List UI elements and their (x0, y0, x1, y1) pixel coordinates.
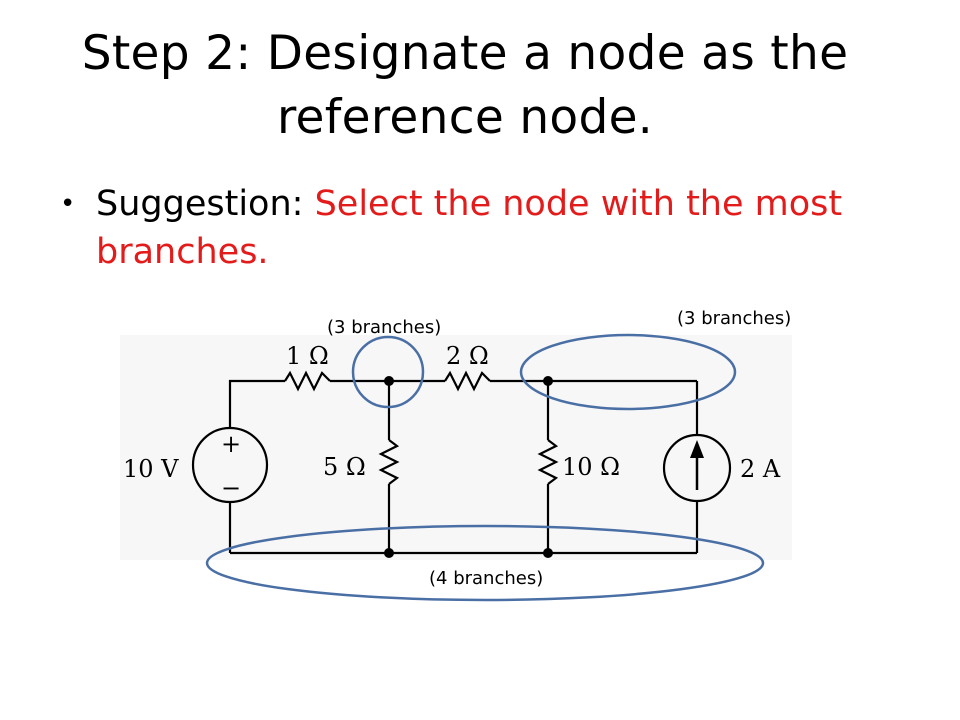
annotation-node-bottom: (4 branches) (429, 568, 543, 589)
resistor-5ohm (378, 439, 400, 485)
node-highlights (205, 333, 765, 602)
bullet-dot-icon: • (60, 189, 76, 219)
label-r10: 10 Ω (562, 453, 620, 481)
resistor-1ohm (284, 370, 331, 392)
resistor-2ohm (444, 370, 491, 392)
circuit-wires (191, 370, 732, 555)
vsource-plus-sign: + (221, 430, 241, 458)
ellipse-node-b (519, 333, 737, 411)
label-isource: 2 A (740, 455, 781, 483)
ellipse-node-a (351, 335, 425, 409)
figure-background (120, 335, 792, 560)
node-dot-a (384, 376, 394, 386)
annotation-node-left: (3 branches) (327, 317, 441, 338)
wire-top-left (228, 379, 285, 427)
label-r5: 5 Ω (323, 453, 366, 481)
bullet-prefix: Suggestion: (96, 184, 315, 224)
node-dot-bottom-left (384, 548, 394, 558)
annotation-node-right: (3 branches) (677, 308, 791, 329)
resistor-10ohm (537, 439, 559, 485)
node-dot-b (543, 376, 553, 386)
bullet-highlight: Select the node with the most branches. (96, 184, 843, 272)
node-dot-bottom-right (543, 548, 553, 558)
ellipse-bottom-node (205, 524, 765, 602)
node-dots (384, 376, 553, 558)
suggestion-bullet: • Suggestion: Select the node with the m… (60, 180, 880, 276)
title-line-1: Step 2: Designate a node as the (81, 26, 849, 81)
current-arrow-icon (690, 440, 704, 490)
title-line-2: reference node. (276, 90, 654, 145)
vsource-minus-sign: − (221, 474, 241, 502)
current-source-icon (662, 433, 732, 503)
voltage-source-icon (191, 426, 269, 504)
label-r2: 2 Ω (446, 342, 489, 370)
bullet-text: Suggestion: Select the node with the mos… (96, 180, 880, 276)
label-r1: 1 Ω (286, 342, 329, 370)
label-vsource: 10 V (123, 455, 179, 483)
slide-title: Step 2: Designate a node as the referenc… (0, 22, 930, 150)
